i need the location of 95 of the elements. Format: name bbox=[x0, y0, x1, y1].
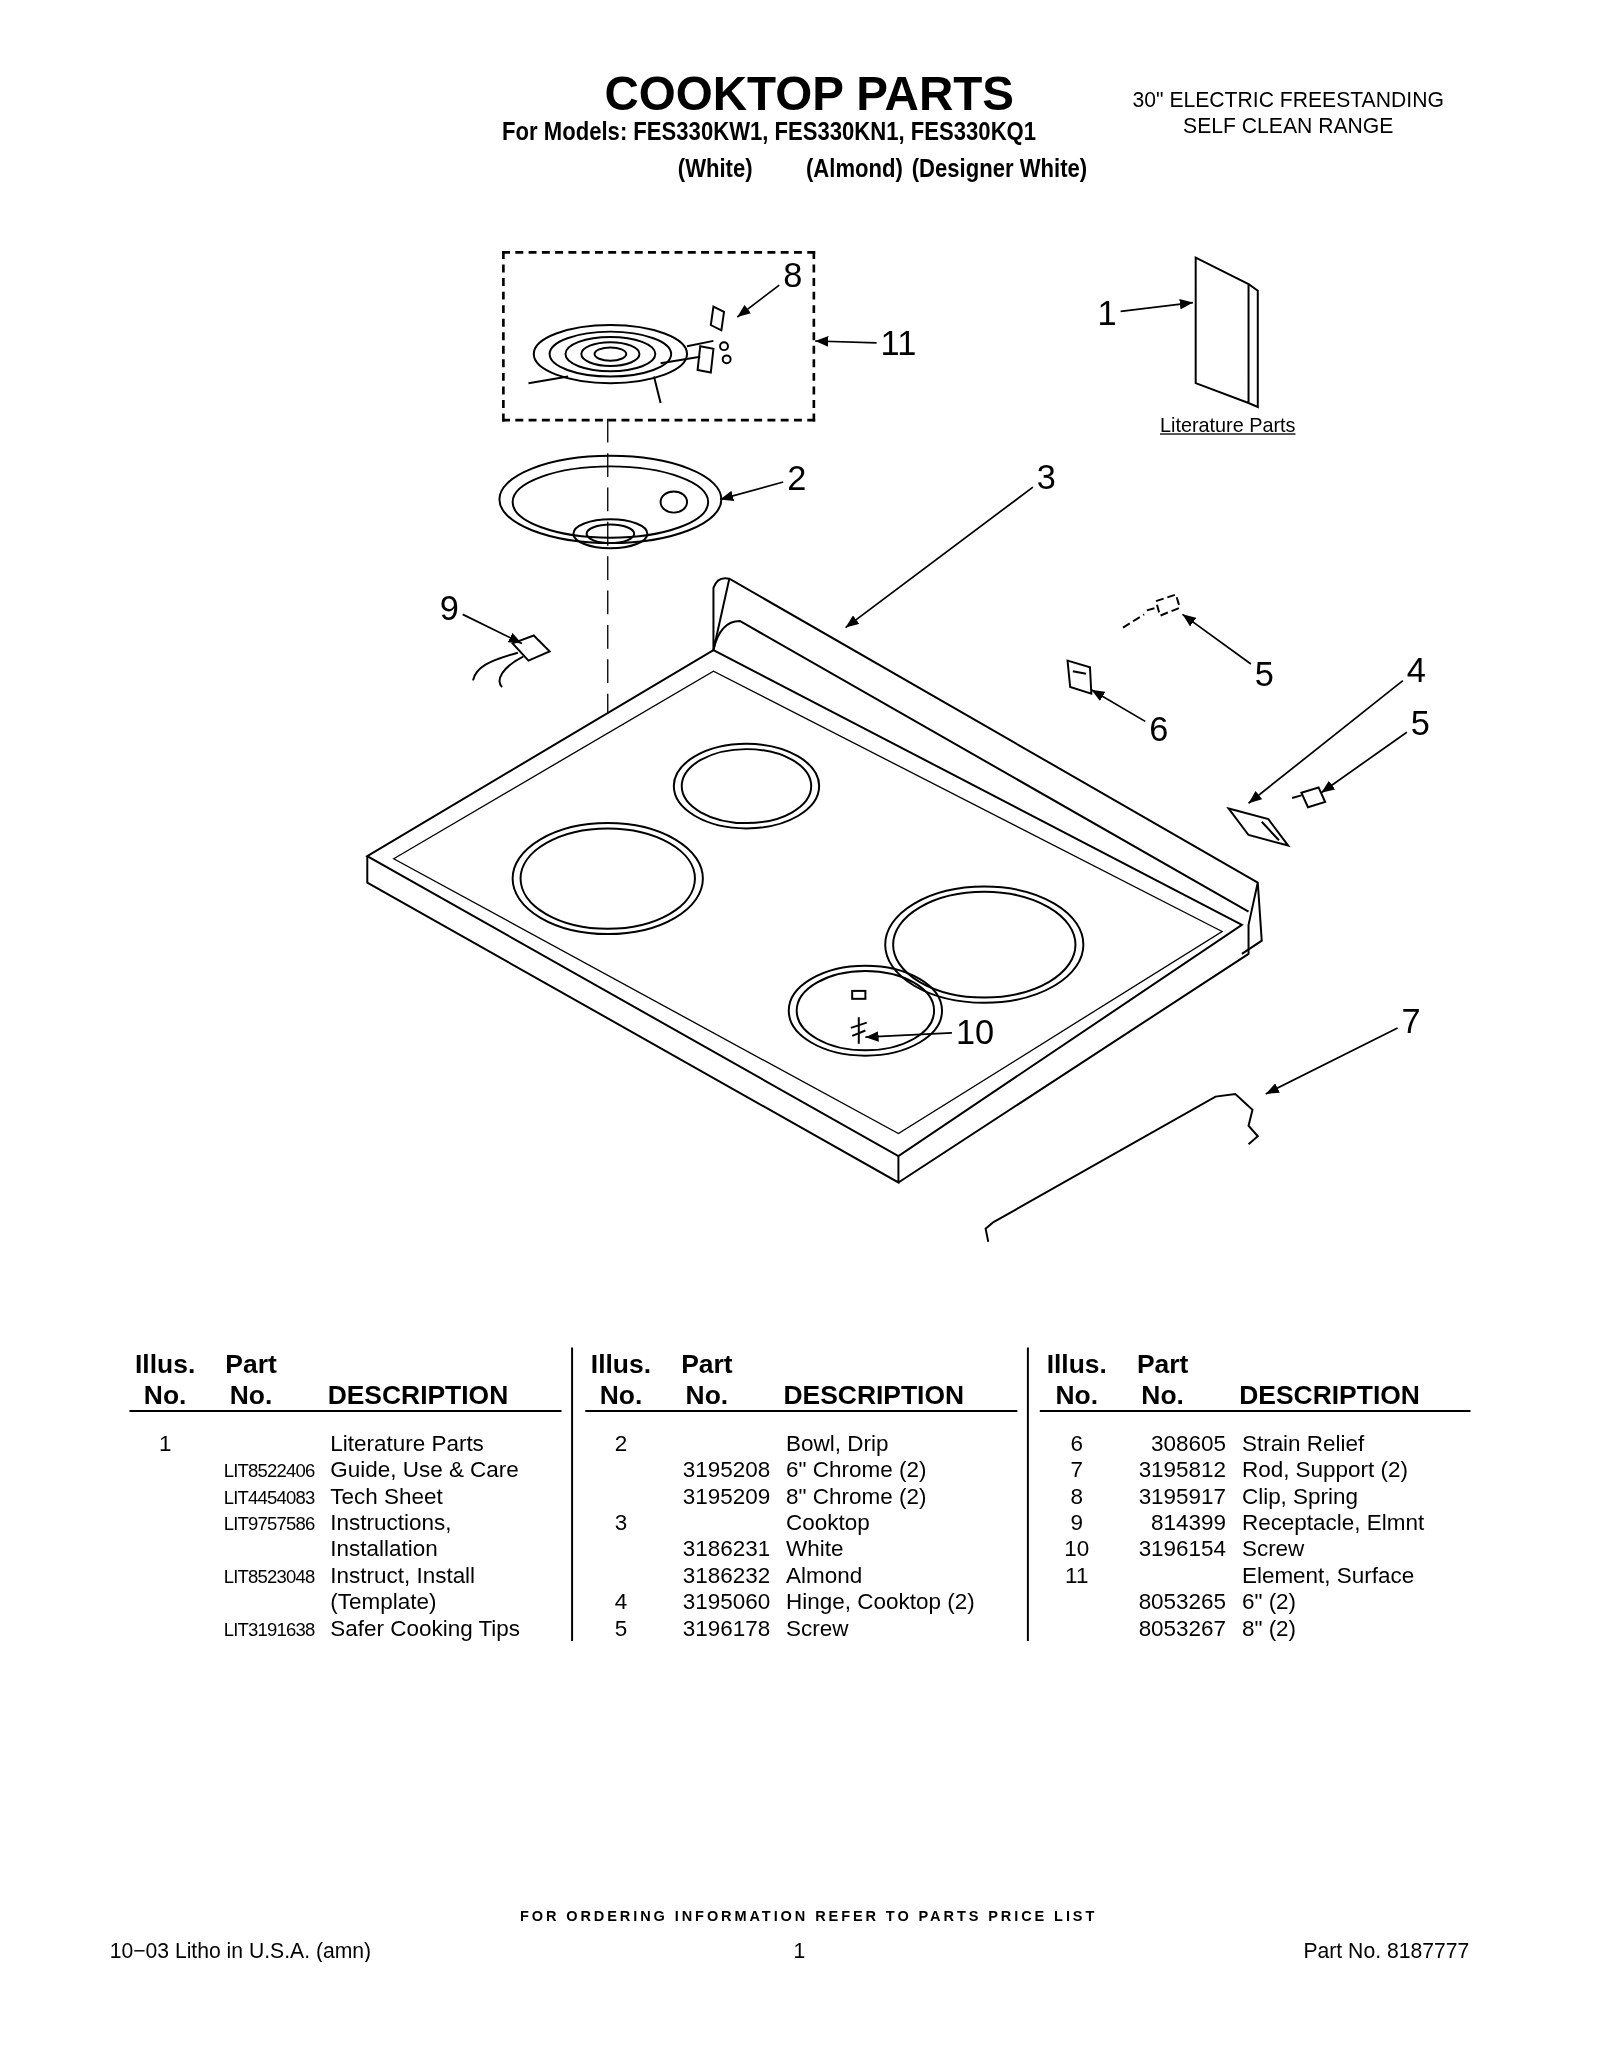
part-description: Screw bbox=[786, 1615, 850, 1643]
table-cell-text: 3 bbox=[613, 1510, 629, 1537]
model-color: (Almond) bbox=[805, 155, 903, 183]
leader-line bbox=[844, 486, 1034, 629]
leader-line bbox=[814, 336, 878, 347]
document-number: Part No. 8187777 bbox=[1302, 1938, 1470, 1964]
leader-line bbox=[1320, 731, 1408, 794]
part-description: Instruct, Install (Template) bbox=[330, 1563, 477, 1616]
callout-number: 3 bbox=[1036, 459, 1056, 495]
part-number: 814399 bbox=[1150, 1510, 1227, 1537]
column-header: DESCRIPTION bbox=[327, 1379, 509, 1412]
callout-number: 11 bbox=[880, 326, 917, 361]
part-description: Almond bbox=[786, 1563, 864, 1590]
callout-number: 5 bbox=[1254, 656, 1274, 691]
range-description: 30" ELECTRIC FREESTANDING SELF CLEAN RANGE bbox=[1131, 87, 1445, 140]
assembly-outline bbox=[502, 251, 816, 422]
callout-number: 6 bbox=[1149, 712, 1169, 747]
model-color: (Designer White) bbox=[911, 155, 1088, 183]
part-number: 3195208 bbox=[681, 1457, 771, 1484]
part-number: LIT8523048 bbox=[222, 1564, 315, 1589]
part-description: 8" (2) bbox=[1241, 1615, 1298, 1643]
table-cell-text: 4 bbox=[613, 1589, 629, 1616]
page-title: COOKTOP PARTS bbox=[603, 68, 1016, 119]
leader-line bbox=[1090, 688, 1147, 723]
footer-note: FOR ORDERING INFORMATION REFER TO PARTS PRICE LIST bbox=[518, 1906, 1099, 1926]
page-subtitle: For Models: FES330KW1, FES330KN1, FES330KQ1 bbox=[502, 118, 1037, 146]
part-number: 8053265 bbox=[1137, 1589, 1227, 1616]
part-description: 8" Chrome (2) bbox=[786, 1483, 928, 1511]
leader-line bbox=[461, 613, 523, 645]
leader-line bbox=[736, 284, 781, 318]
part-description: Safer Cooking Tips bbox=[330, 1615, 522, 1643]
part-description: Receptacle, Elmnt bbox=[1241, 1510, 1426, 1537]
part-description: Guide, Use & Care bbox=[330, 1457, 520, 1484]
part-label: Literature Parts bbox=[1160, 412, 1296, 438]
callout-number: 2 bbox=[787, 461, 807, 496]
part-number: 3186232 bbox=[681, 1563, 771, 1590]
part-description: Screw bbox=[1241, 1536, 1306, 1563]
column-header: Part No. bbox=[1135, 1347, 1190, 1412]
part-number: 3195209 bbox=[681, 1483, 771, 1511]
table-cell-text: 6 bbox=[1069, 1430, 1085, 1458]
part-description: Instructions, Installation bbox=[330, 1510, 453, 1563]
column-header: DESCRIPTION bbox=[783, 1379, 965, 1412]
part-number: LIT3191638 bbox=[222, 1617, 315, 1642]
leader-line bbox=[1119, 298, 1194, 313]
part-description: 6" (2) bbox=[1241, 1589, 1298, 1616]
page-number: 1 bbox=[792, 1938, 807, 1964]
part-description: Rod, Support (2) bbox=[1241, 1457, 1409, 1484]
callout-number: 9 bbox=[439, 590, 459, 625]
part-number: LIT8522406 bbox=[222, 1458, 315, 1484]
part-description: Clip, Spring bbox=[1241, 1483, 1360, 1511]
part-description: Hinge, Cooktop (2) bbox=[786, 1589, 976, 1616]
part-description: 6" Chrome (2) bbox=[786, 1457, 928, 1484]
part-number: 3195060 bbox=[681, 1589, 771, 1616]
table-cell-text: 2 bbox=[613, 1430, 629, 1458]
part-number: 3186231 bbox=[681, 1536, 771, 1563]
leader-line bbox=[719, 481, 785, 501]
part-description: Cooktop bbox=[786, 1510, 871, 1537]
column-header: Illus. No. bbox=[589, 1347, 653, 1412]
part-description: Strain Relief bbox=[1241, 1430, 1366, 1458]
column-header: Illus. No. bbox=[134, 1347, 197, 1412]
callout-number: 5 bbox=[1410, 705, 1430, 740]
column-header: DESCRIPTION bbox=[1239, 1379, 1420, 1412]
part-number: LIT4454083 bbox=[222, 1485, 315, 1510]
leader-line bbox=[864, 1031, 953, 1042]
part-number: LIT9757586 bbox=[222, 1511, 315, 1536]
leader-line bbox=[1264, 1027, 1399, 1095]
table-cell-text: 7 bbox=[1069, 1457, 1085, 1484]
part-number: 3196178 bbox=[681, 1615, 771, 1643]
part-number: 8053267 bbox=[1137, 1615, 1227, 1643]
table-cell-text: 10 bbox=[1063, 1536, 1091, 1563]
column-header: Part No. bbox=[224, 1347, 278, 1412]
leader-line bbox=[1181, 613, 1252, 665]
callout-number: 8 bbox=[783, 257, 803, 292]
print-info: 10−03 Litho in U.S.A. (amn) bbox=[109, 1938, 372, 1964]
table-cell-text: 1 bbox=[157, 1430, 173, 1458]
part-description: Bowl, Drip bbox=[786, 1430, 890, 1458]
callout-number: 4 bbox=[1406, 652, 1426, 687]
callout-number: 7 bbox=[1401, 1004, 1421, 1039]
table-cell-text: 5 bbox=[613, 1615, 629, 1643]
column-header: Illus. No. bbox=[1045, 1347, 1108, 1412]
table-cell-text: 9 bbox=[1069, 1510, 1085, 1537]
part-number: 3195917 bbox=[1137, 1483, 1227, 1511]
part-description: Element, Surface bbox=[1241, 1563, 1416, 1590]
part-description: Literature Parts bbox=[330, 1430, 485, 1458]
part-description: White bbox=[786, 1536, 845, 1563]
table-cell-text: 11 bbox=[1064, 1563, 1090, 1590]
callout-number: 1 bbox=[1097, 295, 1117, 331]
column-header: Part No. bbox=[680, 1347, 734, 1412]
table-cell-text: 8 bbox=[1069, 1483, 1085, 1511]
part-number: 3195812 bbox=[1137, 1457, 1227, 1484]
part-description: Tech Sheet bbox=[330, 1483, 444, 1511]
callout-number: 10 bbox=[955, 1014, 995, 1050]
model-color: (White) bbox=[677, 155, 753, 183]
leader-line bbox=[1247, 679, 1404, 805]
part-number: 308605 bbox=[1150, 1430, 1227, 1458]
